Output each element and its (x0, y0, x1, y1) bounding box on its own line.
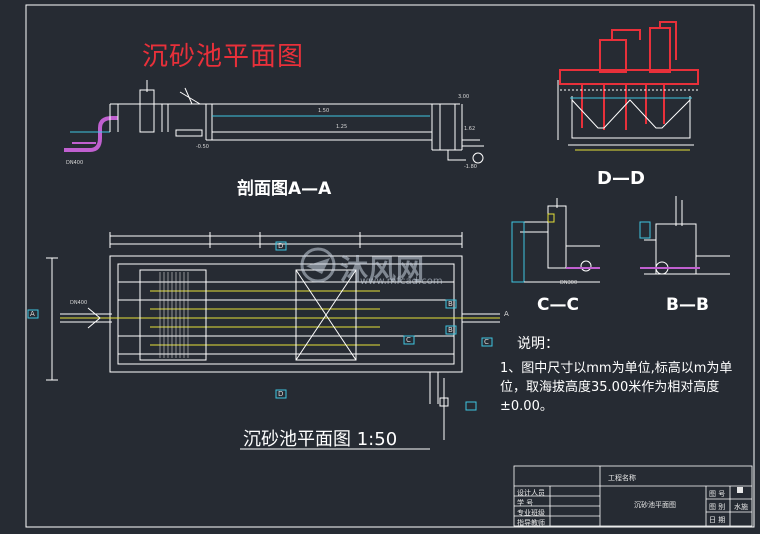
plan-caption: 沉砂池平面图 1:50 (243, 429, 398, 450)
section-bb-drawing (639, 196, 730, 275)
cut-marker-a-right: A (504, 310, 509, 318)
watermark-brand: 沐风网 (340, 253, 425, 286)
title-block-drawing-name: 沉砂池平面图 (634, 501, 676, 509)
cut-marker-a-left: A (30, 310, 35, 318)
cut-marker-b-top: B (448, 300, 453, 308)
title-block-value-category: 水施 (734, 503, 748, 511)
note-1: 1、图中尺寸以mm为单位,标高以m为单位，取海拔高度35.00米作为相对高度±0… (500, 361, 733, 414)
section-aa-drawing (64, 80, 484, 164)
watermark-url: www.mfcad.com (360, 276, 443, 287)
title-block-label-number: 图 号 (709, 490, 726, 498)
title-block-row-class: 专业班级 (517, 509, 545, 517)
section-bb-label: B—B (666, 295, 709, 315)
title-block (513, 465, 753, 527)
section-cc-label: C—C (537, 295, 579, 315)
elev-aa-low: -0.50 (196, 144, 209, 150)
title-block-project-label: 工程名称 (608, 474, 636, 482)
elev-aa-bottom: -1.80 (464, 164, 477, 170)
cut-marker-c-right: C (484, 338, 489, 346)
title-block-label-category: 图 别 (709, 503, 726, 511)
elev-aa-mid: 1.25 (336, 124, 347, 130)
pipe-cc: DN300 (560, 280, 577, 286)
elev-aa-right: 1.62 (464, 126, 475, 132)
cut-marker-c-left: C (406, 336, 411, 344)
section-dd-label: D—D (597, 168, 645, 189)
elev-aa-water: 1.50 (318, 108, 329, 114)
title-block-row-designer: 设计人员 (517, 489, 545, 497)
cut-marker-d-top: D (278, 242, 283, 250)
cut-marker-d-bottom: D (278, 390, 283, 398)
pipe-plan-inlet: DN400 (70, 300, 87, 306)
title-block-mark (737, 487, 743, 493)
title-block-row-advisor: 指导教师 (517, 519, 545, 527)
watermark-logo-icon (300, 247, 336, 283)
title-block-label-date: 日 期 (709, 516, 726, 524)
elev-aa-top: 3.00 (458, 94, 469, 100)
section-cc-drawing (511, 198, 600, 283)
dimension-labels: 3.00 1.50 1.25 -0.50 1.62 -1.80 DN400 DN… (66, 94, 577, 306)
notes-heading: 说明： (517, 336, 559, 352)
main-title: 沉砂池平面图 (142, 42, 305, 72)
section-dd-drawing (557, 21, 700, 151)
drawing-border (25, 4, 755, 528)
cut-marker-b-bottom: B (448, 326, 453, 334)
plan-view-drawing (27, 232, 500, 450)
pipe-aa-inlet: DN400 (66, 160, 83, 166)
title-block-row-id: 学 号 (517, 499, 534, 507)
section-aa-label: 剖面图A—A (237, 179, 332, 199)
